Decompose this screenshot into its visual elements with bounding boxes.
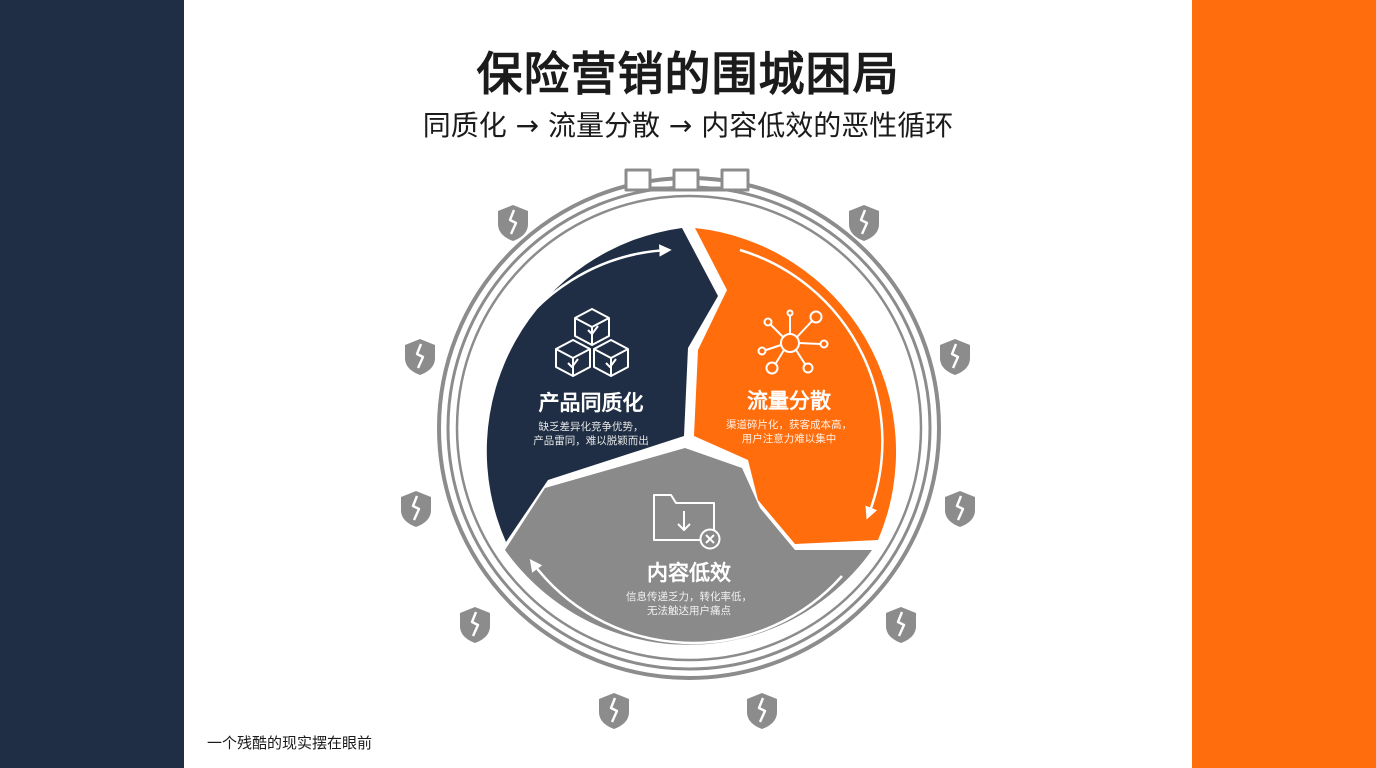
cracked-shield-icon [496,203,530,243]
cracked-shield-icon [938,337,972,377]
cracked-shield-icon [597,691,631,731]
cracked-shield-icon [458,605,492,645]
segment-product [486,228,718,542]
segment-product-desc-2: 产品雷同，难以脱颖而出 [533,434,649,447]
flow-arrow-content [529,558,843,645]
segment-product-desc-1: 缺乏差异化竞争优势， [539,420,644,433]
network-nodes-icon [757,309,829,375]
flow-arrow-traffic [739,248,884,520]
segment-traffic-desc-1: 渠道碎片化，获客成本高， [726,418,852,431]
segment-content-desc-2: 无法触达用户痛点 [647,604,731,617]
folder-download-x-icon [653,494,721,550]
segment-product-title: 产品同质化 [539,391,644,415]
cracked-shield-icon [399,489,433,529]
page-subtitle: 同质化 → 流量分散 → 内容低效的恶性循环 [422,109,954,142]
segment-content-title: 内容低效 [647,561,731,585]
cracked-shield-icon [943,489,977,529]
cracked-shield-icon [745,691,779,731]
segment-traffic [694,228,897,544]
page-title: 保险营销的围城困局 [476,47,900,101]
right-orange-bar [1192,0,1376,768]
castle-wall-icon [437,168,941,680]
cracked-shield-icon [884,605,918,645]
cubes-check-icon [555,308,629,377]
flow-arrow-product [500,244,672,355]
segment-content-desc-1: 信息传递乏力，转化率低， [626,590,752,603]
cracked-shield-icon [403,337,437,377]
cracked-shield-icon [847,203,881,243]
segment-traffic-title: 流量分散 [747,389,831,413]
segment-content [505,448,872,645]
footer-note: 一个残酷的现实摆在眼前 [207,734,373,752]
left-navy-bar [0,0,184,768]
segment-traffic-desc-2: 用户注意力难以集中 [742,432,837,445]
